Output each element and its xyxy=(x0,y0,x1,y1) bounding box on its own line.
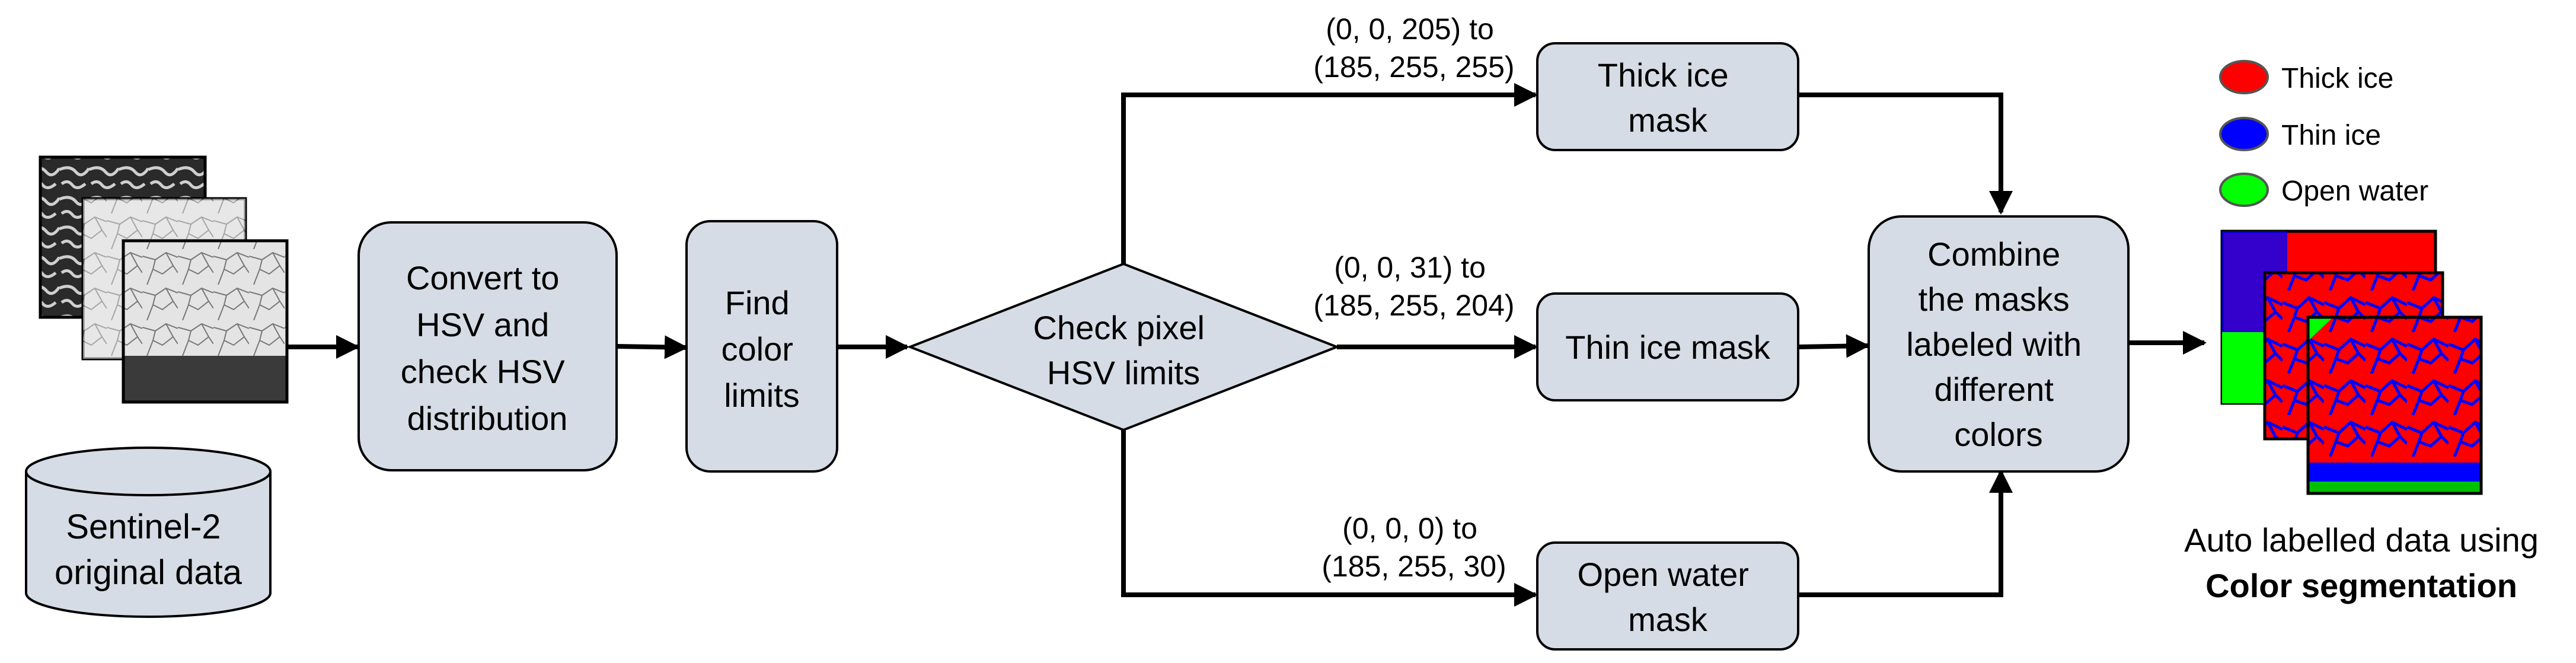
output-caption: Auto labelled data using xyxy=(2184,521,2539,559)
legend-item-open-water: Open water xyxy=(2219,173,2428,207)
open-water-range-label: (0, 0, 0) to (185, 255, 30) xyxy=(1321,512,1506,583)
check-limits-diamond: Check pixel HSV limits xyxy=(906,262,1340,432)
arrow-check-to-thick xyxy=(1121,83,1538,264)
thin-ice-range-label: (0, 0, 31) to (185, 255, 204) xyxy=(1313,251,1514,322)
open-water-mask-label: Open water mask xyxy=(1577,556,1758,638)
arrow-check-to-open xyxy=(1121,430,1538,607)
open-water-swatch xyxy=(2219,173,2269,207)
thin-ice-mask-box: Thin ice mask xyxy=(1536,292,1799,401)
arrow-thin-to-combine xyxy=(1797,334,1870,358)
convert-label: Convert to HSV and check HSV distributio… xyxy=(401,259,574,437)
output-caption-bold: Color segmentation xyxy=(2205,567,2517,604)
convert-box: Convert to HSV and check HSV distributio… xyxy=(357,221,618,471)
legend-item-thin-ice: Thin ice xyxy=(2219,117,2381,151)
arrow-convert-to-find xyxy=(616,335,688,359)
connectors xyxy=(288,83,2207,607)
legend-item-thick-ice: Thick ice xyxy=(2219,60,2393,94)
find-limits-label: Find color limits xyxy=(722,284,803,414)
arrow-thick-to-combine xyxy=(1798,93,2013,215)
legend-label-thick-ice: Thick ice xyxy=(2281,63,2393,94)
combine-masks-box: Combine the masks labeled with different… xyxy=(1868,215,2130,473)
legend-label-open-water: Open water xyxy=(2281,176,2428,207)
thick-ice-swatch xyxy=(2219,60,2269,94)
thin-ice-mask-label: Thin ice mask xyxy=(1565,329,1770,366)
sentinel-label: Sentinel-2 original data xyxy=(55,508,242,592)
thick-ice-mask-label: Thick ice mask xyxy=(1598,56,1738,139)
arrow-open-to-combine xyxy=(1798,469,2013,597)
satellite-image-stack xyxy=(39,155,289,404)
check-limits-label: Check pixel HSV limits xyxy=(1033,309,1214,391)
combine-masks-label: Combine the masks labeled with different… xyxy=(1906,235,2090,453)
thin-ice-swatch xyxy=(2219,117,2269,151)
find-limits-box: Find color limits xyxy=(685,220,838,473)
thick-ice-range-label: (0, 0, 205) to (185, 255, 255) xyxy=(1313,12,1514,84)
legend: Thick ice Thin ice Open water xyxy=(2219,60,2428,207)
segmented-image-stack xyxy=(2220,230,2483,495)
sentinel-database: Sentinel-2 original data xyxy=(25,447,272,618)
thick-ice-mask-box: Thick ice mask xyxy=(1536,42,1799,151)
legend-label-thin-ice: Thin ice xyxy=(2281,120,2381,151)
open-water-mask-box: Open water mask xyxy=(1536,541,1799,651)
